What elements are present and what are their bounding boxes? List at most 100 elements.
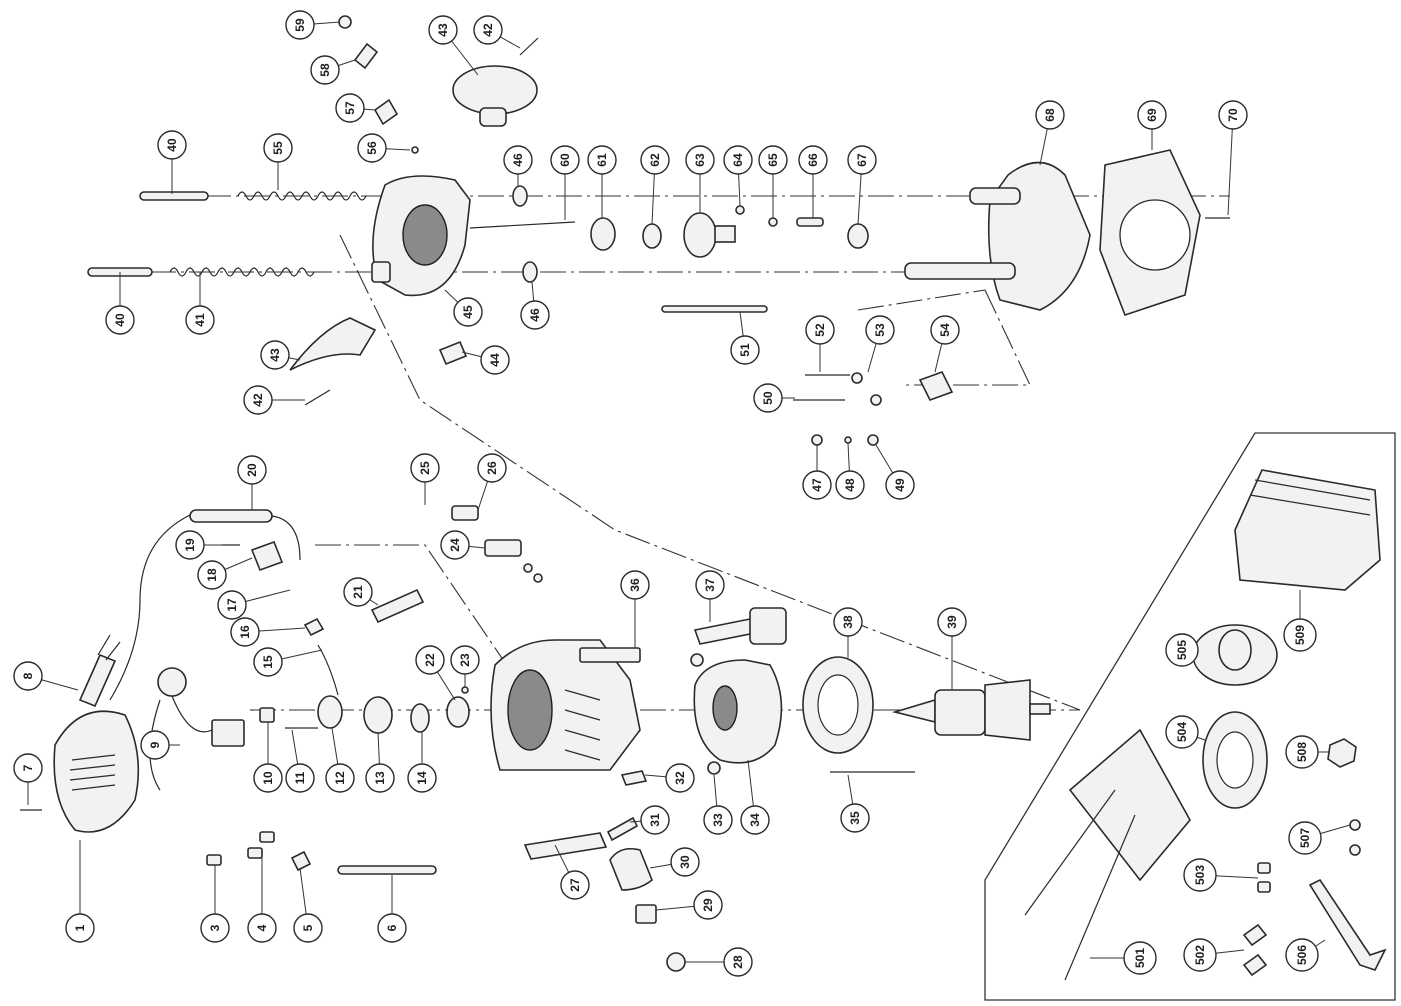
callout-bubble: [670, 847, 700, 877]
part-number: 68: [1043, 108, 1057, 122]
callout-bubble: [140, 730, 170, 760]
callout-bubble: [1165, 633, 1199, 667]
callout-p43a: 43: [428, 15, 479, 76]
part-number: 10: [261, 771, 275, 785]
callout-p51: 51: [730, 311, 760, 365]
callout-p32: 32: [644, 763, 695, 793]
callout-bubble: [440, 530, 470, 560]
callout-bubble: [65, 913, 95, 943]
callout-bubble: [695, 570, 725, 600]
callout-p57: 57: [335, 93, 376, 123]
part-number: 504: [1175, 722, 1189, 742]
callout-bubble: [415, 645, 445, 675]
callout-p36: 36: [620, 570, 650, 648]
callout-bubble: [1137, 100, 1167, 130]
callout-bubble: [798, 145, 828, 175]
callout-p21: 21: [343, 577, 379, 607]
callout-bubble: [407, 763, 437, 793]
callout-bubble: [835, 470, 865, 500]
part-number: 501: [1133, 948, 1147, 968]
callout-p20: 20: [237, 455, 267, 510]
callout-bubble: [217, 590, 247, 620]
callout-p3: 3: [200, 865, 230, 943]
callout-bubble: [885, 470, 915, 500]
callout-p12: 12: [325, 727, 355, 793]
part-number: 16: [238, 625, 252, 639]
part-number: 507: [1298, 828, 1312, 848]
part-number: 55: [271, 141, 285, 155]
callout-bubble: [480, 345, 510, 375]
callout-p506: 506: [1285, 938, 1326, 972]
part-number: 503: [1193, 865, 1207, 885]
part-number: 23: [458, 653, 472, 667]
callout-p26: 26: [477, 453, 507, 511]
callout-p504: 504: [1165, 715, 1206, 749]
callout-bubble: [230, 617, 260, 647]
callout-bubble: [833, 607, 863, 637]
part-number: 5: [301, 924, 315, 931]
callout-bubble: [243, 385, 273, 415]
callout-p18: 18: [197, 557, 253, 590]
part-number: 46: [511, 153, 525, 167]
callout-bubble: [520, 300, 550, 330]
part-number: 43: [268, 348, 282, 362]
part-number: 60: [558, 153, 572, 167]
callout-p49: 49: [875, 444, 915, 500]
part-number: 502: [1193, 945, 1207, 965]
part-number: 506: [1295, 945, 1309, 965]
callout-p4: 4: [247, 855, 277, 943]
part-number: 1: [73, 924, 87, 931]
callout-p70: 70: [1218, 100, 1248, 216]
part-number: 4: [255, 924, 269, 931]
part-number: 27: [568, 878, 582, 892]
callout-bubble: [1035, 100, 1065, 130]
callout-p508: 508: [1285, 735, 1330, 769]
part-number: 53: [873, 323, 887, 337]
callout-p15: 15: [253, 647, 323, 677]
callout-bubble: [753, 383, 783, 413]
part-number: 52: [813, 323, 827, 337]
callout-bubble: [865, 315, 895, 345]
callout-p47: 47: [802, 445, 832, 500]
callout-bubble: [410, 453, 440, 483]
part-number: 69: [1145, 108, 1159, 122]
callout-p509: 509: [1283, 590, 1317, 652]
callout-p66: 66: [798, 145, 828, 218]
callout-bubble: [285, 763, 315, 793]
part-number: 48: [843, 478, 857, 492]
callout-bubble: [105, 305, 135, 335]
part-number: 51: [738, 343, 752, 357]
part-number: 26: [485, 461, 499, 475]
callout-bubble: [343, 577, 373, 607]
callout-p42b: 42: [243, 385, 305, 415]
part-number: 58: [318, 63, 332, 77]
callout-p30: 30: [649, 847, 700, 877]
part-number: 9: [148, 741, 162, 748]
callout-bubble: [310, 55, 340, 85]
callout-p34: 34: [740, 759, 770, 835]
callout-bubble: [185, 305, 215, 335]
callout-bubble: [335, 93, 365, 123]
part-number: 28: [731, 955, 745, 969]
callout-bubble: [937, 607, 967, 637]
callout-bubble: [260, 340, 290, 370]
callout-bubble: [740, 805, 770, 835]
part-number: 30: [678, 855, 692, 869]
part-number: 47: [810, 478, 824, 492]
part-number: 21: [351, 585, 365, 599]
callout-p507: 507: [1288, 821, 1351, 855]
callout-p63: 63: [685, 145, 715, 213]
callout-bubble: [253, 763, 283, 793]
part-number: 42: [481, 23, 495, 37]
callout-bubble: [703, 805, 733, 835]
leader-line: [1227, 114, 1234, 216]
callout-bubble: [930, 315, 960, 345]
callout-bubble: [758, 145, 788, 175]
part-number: 11: [293, 771, 307, 784]
callout-p48: 48: [835, 442, 865, 500]
callout-bubble: [847, 145, 877, 175]
callout-bubble: [1183, 938, 1217, 972]
accessory-parts: [1024, 469, 1387, 981]
callout-bubble: [805, 315, 835, 345]
